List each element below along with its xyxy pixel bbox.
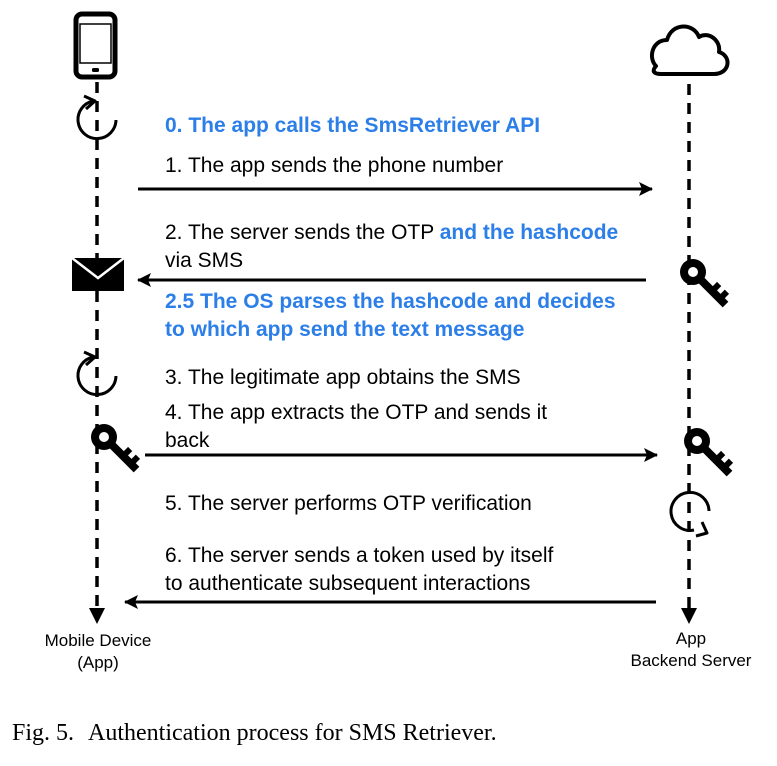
step0-label: 0. The app calls the SmsRetriever API [165,114,541,137]
mobile-lifeline-arrowhead [89,608,105,624]
step2-label-black: 2. The server sends the OTP [165,221,440,244]
backend-server-label-line2: Backend Server [630,651,752,670]
step4-label-line2: back [165,429,210,452]
step1-label: 1. The app sends the phone number [165,154,504,177]
figure-caption-text: Authentication process for SMS Retriever… [88,720,497,746]
step2-label-line2: via SMS [165,249,244,272]
step6-label-line1: 6. The server sends a token used by itse… [165,544,554,567]
step3-label: 3. The legitimate app obtains the SMS [165,366,521,389]
backend-server-label: App Backend Server [618,628,764,672]
key-icon-server-2 [684,428,734,477]
refresh-icon [76,94,118,141]
key-icon-app [91,424,141,473]
server-lifeline-arrowhead [681,608,697,624]
key-icon-server [680,259,730,308]
refresh-icon-2 [76,350,118,397]
mobile-device-label: Mobile Device (App) [28,630,168,674]
figure-caption: Fig. 5. Authentication process for SMS Re… [12,720,497,747]
step5-label: 5. The server performs OTP verification [165,492,532,515]
step2-label-line1: 2. The server sends the OTP and the hash… [165,219,618,247]
figure-number: Fig. 5. [12,720,75,746]
smartphone-icon [73,11,118,80]
envelope-icon [71,257,125,291]
backend-server-label-line1: App [675,629,707,648]
step25-label-line1: 2.5 The OS parses the hashcode and decid… [165,290,616,313]
step25-label-line2: to which app send the text message [165,318,525,341]
verification-refresh-icon [669,490,711,538]
step6-label-line2: to authenticate subsequent interactions [165,572,531,595]
step2-label-blue: and the hashcode [439,221,619,244]
mobile-device-label-line2: (App) [77,653,119,672]
mobile-device-label-line1: Mobile Device [44,631,152,650]
step4-label-line1: 4. The app extracts the OTP and sends it [165,401,548,424]
cloud-icon [650,24,730,76]
